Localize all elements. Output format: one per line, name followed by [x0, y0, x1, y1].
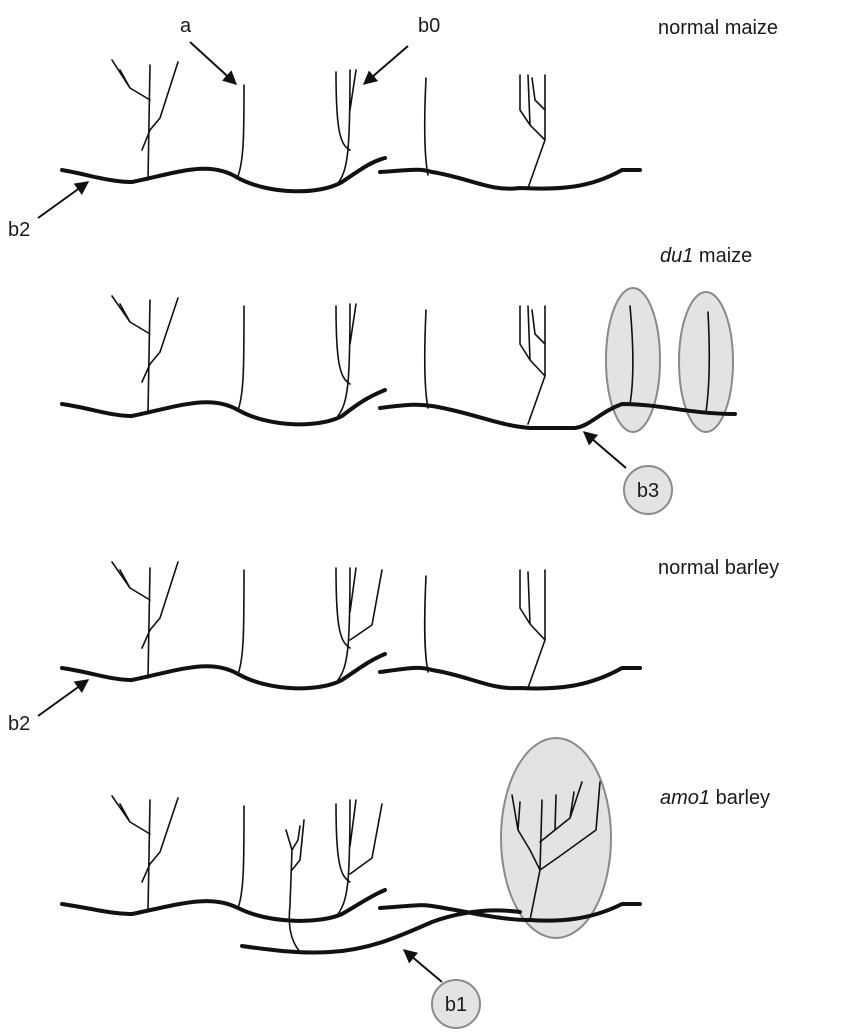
panel-label-du1-maize: du1 maize — [660, 245, 752, 267]
label-b0: b0 — [418, 15, 440, 37]
label-b1: b1 — [445, 994, 467, 1016]
backbone-chain-2 — [242, 910, 520, 952]
panel-label-normal-barley: normal barley — [658, 557, 779, 579]
arrow-b2-mid: b2 — [8, 680, 88, 735]
arrow-b3: b3 — [584, 432, 672, 514]
arrow-b1: b1 — [404, 950, 480, 1028]
arrow-b0: b0 — [364, 15, 440, 84]
panel-amo1-barley: amo1 barley b1 — [62, 738, 770, 1028]
panel-du1-maize: du1 maize b3 — [62, 245, 752, 514]
label-b2-mid: b2 — [8, 713, 30, 735]
arrow-a: a — [180, 15, 236, 84]
panel-label-amo1-barley: amo1 barley — [660, 787, 770, 809]
side-chains — [112, 60, 545, 188]
label-b3: b3 — [637, 480, 659, 502]
label-a: a — [180, 15, 192, 37]
panel-normal-maize: normal maize a b0 b2 — [8, 15, 778, 241]
highlight-amo1-cluster — [501, 738, 611, 938]
panel-normal-barley: normal barley b2 — [8, 557, 779, 735]
panel-label-normal-maize: normal maize — [658, 17, 778, 39]
label-b2-top: b2 — [8, 219, 30, 241]
arrow-b2-top: b2 — [8, 182, 88, 241]
